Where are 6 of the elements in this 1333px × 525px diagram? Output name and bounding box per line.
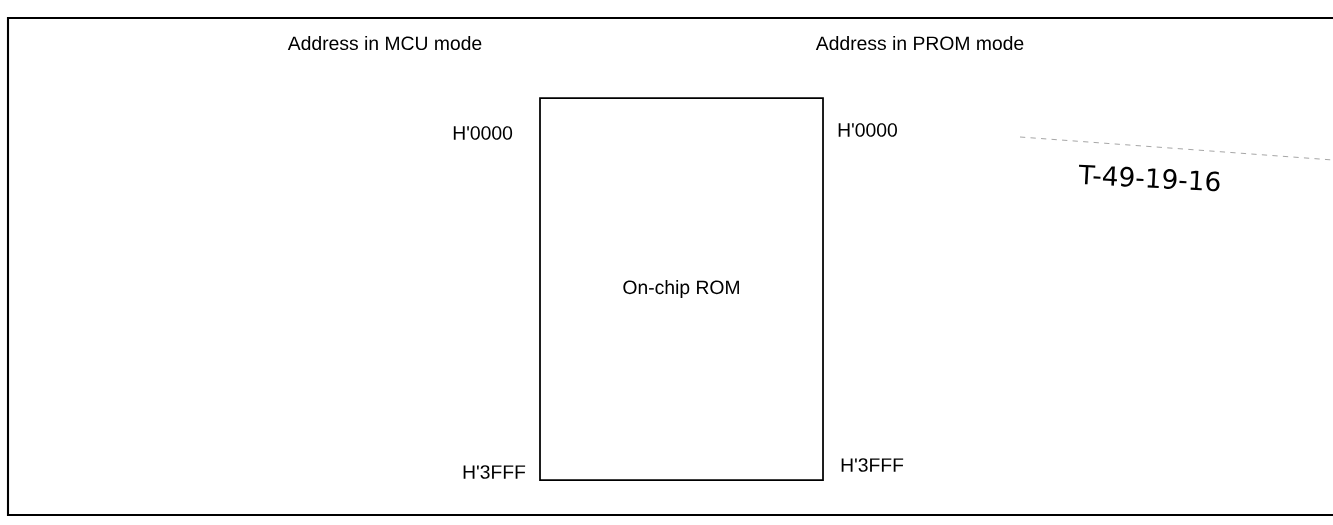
memory-block: On-chip ROM (539, 97, 824, 481)
address-label: H'3FFF (841, 458, 904, 472)
stamped-number: T-49-19-16 (1079, 164, 1220, 192)
column-heading: Address in PROM mode (815, 35, 1024, 51)
address-label: H'0000 (453, 126, 513, 140)
column-heading: Address in MCU mode (287, 35, 482, 51)
